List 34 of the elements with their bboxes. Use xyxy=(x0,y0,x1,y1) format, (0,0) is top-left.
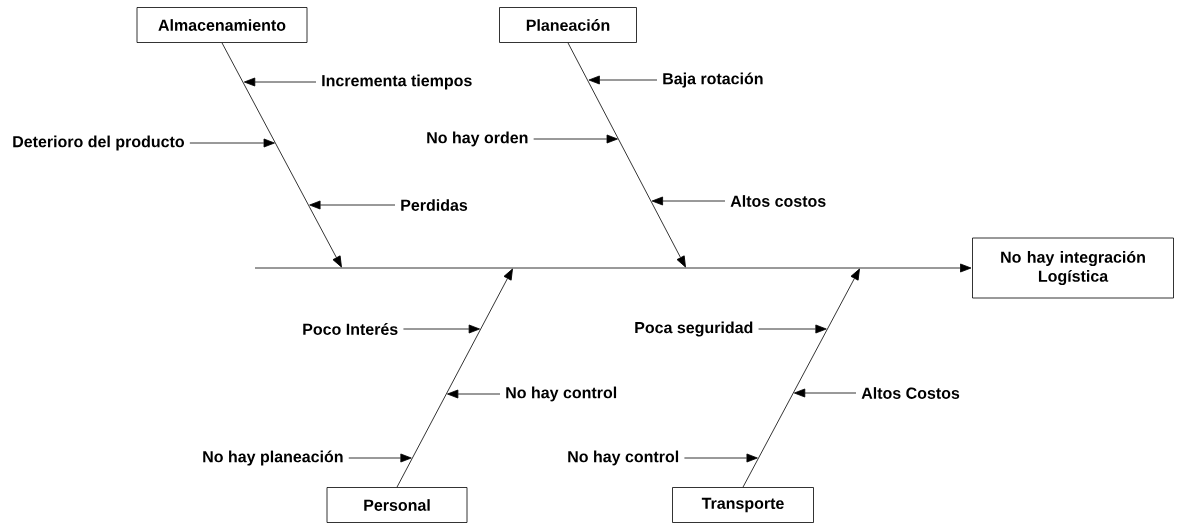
bone-arrow xyxy=(567,42,686,268)
cause-label: Incrementa tiempos xyxy=(322,74,472,90)
cause-label: No hay orden xyxy=(427,131,528,147)
category-box: Personal xyxy=(326,487,468,523)
cause-label: Perdidas xyxy=(401,199,468,211)
cause-arrow xyxy=(403,324,480,334)
category-box: Almacenamiento xyxy=(136,7,308,43)
cause-arrow xyxy=(651,196,726,206)
effect-box: No hay integración Logística xyxy=(972,237,1174,299)
cause-arrow xyxy=(588,75,658,85)
bone-arrow xyxy=(396,268,513,488)
cause-label: Baja rotación xyxy=(663,72,763,88)
cause-arrow xyxy=(758,324,827,334)
cause-arrow xyxy=(189,138,275,148)
spine-arrow xyxy=(254,263,972,273)
cause-arrow xyxy=(447,389,501,399)
cause-label: Poca seguridad xyxy=(635,321,753,337)
cause-label: Altos costos xyxy=(730,195,826,207)
cause-arrow xyxy=(793,388,857,398)
cause-arrow xyxy=(533,134,618,144)
cause-arrow xyxy=(348,453,412,463)
category-box: Planeación xyxy=(499,7,637,43)
cause-label: Poco Interés xyxy=(303,323,398,335)
cause-label: No hay planeación xyxy=(203,450,343,466)
cause-arrow xyxy=(243,77,317,87)
bone-arrow xyxy=(742,268,860,488)
cause-label: Deterioro del producto xyxy=(13,135,184,151)
category-box: Transporte xyxy=(672,487,814,523)
cause-label: No hay control xyxy=(568,450,679,466)
cause-label: Altos Costos xyxy=(861,387,960,399)
cause-arrow xyxy=(309,200,396,210)
cause-arrow xyxy=(684,453,758,463)
bone-arrow xyxy=(221,42,342,268)
cause-label: No hay control xyxy=(506,386,617,402)
